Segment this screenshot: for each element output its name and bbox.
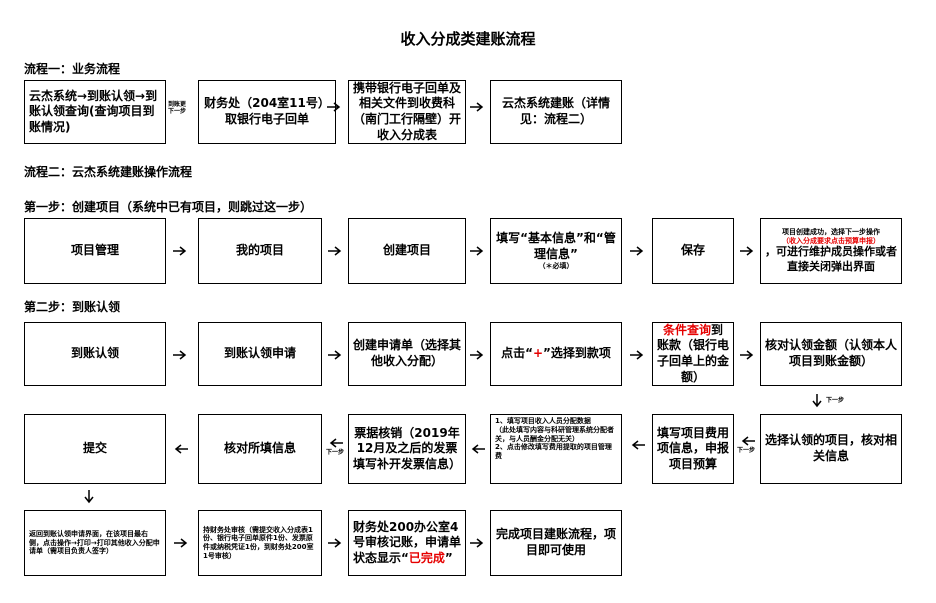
arrow-right-icon bbox=[328, 538, 342, 548]
box-bookkeeping-pre: 财务处200办公室4号审核记账，申请单状态显示“ bbox=[353, 519, 462, 565]
box-verify-amount: 核对认领金额（认领本人项目到账金额） bbox=[760, 322, 902, 386]
box-fill-distribution-l3: 2、点击修改填写费用提取的项目管理费 bbox=[495, 443, 612, 460]
box-claim-text: 到账认领 bbox=[70, 346, 119, 361]
arrow-label-1b: 下一步 bbox=[168, 107, 187, 115]
section-business-flow: 流程一：业务流程 bbox=[24, 62, 121, 76]
plus-icon: + bbox=[532, 346, 544, 361]
box-submit-text: 提交 bbox=[82, 441, 107, 456]
arrow-label-1: 到账更 下一步 bbox=[168, 101, 187, 115]
arrow-left-icon bbox=[329, 438, 343, 448]
page-title: 收入分成类建账流程 bbox=[400, 30, 536, 48]
box-claim-apply: 到账认领申请 bbox=[198, 322, 322, 386]
box-create-application-text: 创建申请单（选择其他收入分配） bbox=[353, 338, 462, 368]
box-click-plus: 点击“+”选择到款项 bbox=[490, 322, 622, 386]
arrow-left-label-a: 下一步 bbox=[326, 449, 345, 456]
box-fill-info-text: 填写“基本信息”和“管理信息” bbox=[496, 231, 616, 261]
box-print-application: 返回到账认领申请界面，在该项目最右侧，点击操作→打印→打印其他收入分配申请单（需… bbox=[24, 510, 166, 576]
section-system-flow: 流程二：云杰系统建账操作流程 bbox=[24, 165, 193, 179]
arrow-right-icon bbox=[740, 350, 754, 360]
section-step-claim: 第二步：到账认领 bbox=[24, 300, 121, 314]
box-verify-amount-text: 核对认领金额（认领本人项目到账金额） bbox=[765, 338, 898, 368]
box-select-project-text: 选择认领的项目，核对相关信息 bbox=[765, 433, 898, 463]
arrow-left-icon bbox=[741, 436, 755, 446]
box-submit: 提交 bbox=[24, 414, 166, 484]
box-claim: 到账认领 bbox=[24, 322, 166, 386]
arrow-right-icon bbox=[328, 350, 342, 360]
arrow-down-icon bbox=[84, 490, 94, 504]
box-project-created-top: 项目创建成功，选择下一步操作 bbox=[782, 227, 880, 236]
arrow-right-icon bbox=[630, 350, 644, 360]
box-create-application: 创建申请单（选择其他收入分配） bbox=[348, 322, 466, 386]
box-project-created: 项目创建成功，选择下一步操作 （收入分成要求点击预算申报） ，可进行维护成员操作… bbox=[760, 218, 902, 284]
box-bookkeeping-post: ” bbox=[444, 550, 453, 565]
arrow-left-icon bbox=[631, 440, 645, 450]
box-project-management: 项目管理 bbox=[24, 218, 166, 284]
section-step-create-project: 第一步：创建项目（系统中已有项目，则跳过这一步） bbox=[24, 200, 313, 214]
arrow-right-icon bbox=[470, 350, 484, 360]
box-claim-apply-text: 到账认领申请 bbox=[223, 346, 296, 361]
arrow-right-icon bbox=[327, 102, 341, 112]
box-click-plus-post: ”选择到款项 bbox=[543, 346, 611, 361]
box-my-projects-text: 我的项目 bbox=[235, 243, 284, 258]
box-create-project: 创建项目 bbox=[348, 218, 466, 284]
arrow-label-1a: 到账更 bbox=[168, 101, 187, 108]
box-condition-query: 条件查询到账款（银行电子回单上的金额） bbox=[652, 322, 734, 386]
box-click-plus-text: 点击“+”选择到款项 bbox=[501, 346, 611, 362]
box-yunjie-query-text: 云杰系统→到账认领→到账认领查询(查询项目到账情况) bbox=[29, 88, 158, 134]
box-bookkeeping-text: 财务处200办公室4号审核记账，申请单状态显示“已完成” bbox=[353, 520, 461, 567]
box-yunjie-build-text: 云杰系统建账（详情见：流程二） bbox=[501, 96, 610, 126]
box-revenue-form-text: 携带银行电子回单及相关文件到收费科（南门工行隔壁）开收入分成表 bbox=[353, 80, 462, 142]
arrow-right-icon bbox=[173, 350, 187, 360]
box-check-info: 核对所填信息 bbox=[198, 414, 322, 484]
arrow-right-icon bbox=[173, 246, 187, 256]
arrow-right-icon bbox=[740, 246, 754, 256]
box-print-application-text: 返回到账认领申请界面，在该项目最右侧，点击操作→打印→打印其他收入分配申请单（需… bbox=[29, 529, 160, 556]
arrow-right-icon bbox=[470, 538, 484, 548]
box-fill-distribution: 1、填写项目收入人员分配数据 （此处填写内容与科研管理系统分配者关，与人员酬金分… bbox=[490, 414, 622, 484]
box-fill-distribution-l2: （此处填写内容与科研管理系统分配者关，与人员酬金分配无关） bbox=[495, 425, 614, 443]
box-fill-info-note: （＊必填） bbox=[538, 262, 574, 271]
box-check-info-text: 核对所填信息 bbox=[223, 441, 296, 456]
box-yunjie-build: 云杰系统建账（详情见：流程二） bbox=[490, 80, 622, 144]
box-project-created-rest: ，可进行维护成员操作或者直接关闭弹出界面 bbox=[765, 245, 897, 273]
arrow-right-icon bbox=[470, 246, 484, 256]
box-complete: 完成项目建账流程，项目即可使用 bbox=[490, 510, 622, 576]
box-fill-budget-text: 填写项目费用项信息，申报项目预算 bbox=[657, 425, 730, 471]
box-fill-info: 填写“基本信息”和“管理信息” （＊必填） bbox=[490, 218, 622, 284]
box-get-bank-receipt-text: 财务处（204室11号）取银行电子回单 bbox=[204, 96, 330, 126]
arrow-down-label: 下一步 bbox=[826, 397, 845, 404]
arrow-left-icon bbox=[174, 444, 188, 454]
box-condition-query-red: 条件查询 bbox=[662, 322, 711, 337]
box-invoice-writeoff-text: 票据核销（2019年12月及之后的发票填写补开发票信息） bbox=[353, 425, 462, 471]
box-bookkeeping: 财务处200办公室4号审核记账，申请单状态显示“已完成” bbox=[348, 510, 466, 576]
arrow-right-icon bbox=[328, 246, 342, 256]
box-finance-review: 持财务处审核（需提交收入分成表1份、银行电子回单原件1份、发票原件或纳税凭证1份… bbox=[198, 510, 322, 576]
box-revenue-form: 携带银行电子回单及相关文件到收费科（南门工行隔壁）开收入分成表 bbox=[348, 80, 466, 144]
box-project-created-red: （收入分成要求点击预算申报） bbox=[782, 236, 880, 245]
box-save-text: 保存 bbox=[680, 243, 705, 258]
box-condition-query-text: 条件查询到账款（银行电子回单上的金额） bbox=[657, 323, 729, 385]
box-finance-review-text: 持财务处审核（需提交收入分成表1份、银行电子回单原件1份、发票原件或纳税凭证1份… bbox=[203, 525, 314, 560]
box-create-project-text: 创建项目 bbox=[382, 243, 431, 258]
box-my-projects: 我的项目 bbox=[198, 218, 322, 284]
box-select-project: 选择认领的项目，核对相关信息 bbox=[760, 414, 902, 484]
arrow-right-icon bbox=[470, 102, 484, 112]
box-condition-query-rest: 到账款（银行电子回单上的金额） bbox=[657, 322, 730, 384]
arrow-right-icon bbox=[174, 538, 188, 548]
box-complete-text: 完成项目建账流程，项目即可使用 bbox=[495, 527, 616, 557]
box-get-bank-receipt: 财务处（204室11号）取银行电子回单 bbox=[198, 80, 336, 144]
box-click-plus-pre: 点击“ bbox=[501, 346, 533, 361]
box-project-management-text: 项目管理 bbox=[70, 243, 119, 258]
arrow-left-label-b: 下一步 bbox=[737, 447, 756, 454]
box-fill-budget: 填写项目费用项信息，申报项目预算 bbox=[652, 414, 734, 484]
box-bookkeeping-red: 已完成 bbox=[408, 550, 445, 565]
arrow-down-icon bbox=[812, 394, 822, 408]
arrow-right-icon bbox=[630, 246, 644, 256]
box-invoice-writeoff: 票据核销（2019年12月及之后的发票填写补开发票信息） bbox=[348, 414, 466, 484]
box-yunjie-query: 云杰系统→到账认领→到账认领查询(查询项目到账情况) bbox=[24, 80, 166, 144]
arrow-left-icon bbox=[471, 444, 485, 454]
box-save: 保存 bbox=[652, 218, 734, 284]
box-fill-distribution-l1: 1、填写项目收入人员分配数据 bbox=[495, 417, 591, 425]
